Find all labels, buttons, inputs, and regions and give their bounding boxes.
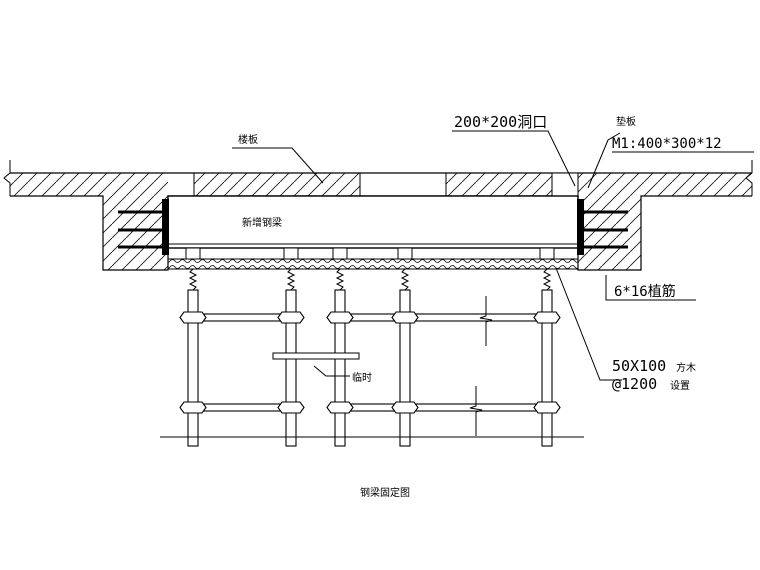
left-end-plate [118,199,169,255]
timber-word-label: 方木 [676,361,696,374]
steel-plate-label: 垫板 [616,115,636,128]
timber-spacing-label: @1200 [612,375,657,393]
plate-spec-label: M1:400*300*12 [612,136,722,152]
opening-size-label: 200*200洞口 [454,113,547,131]
floor-slab-label: 楼板 [238,133,258,146]
right-end-plate [577,199,628,255]
timber-board [167,258,579,270]
new-steel-beam-label: 新增钢梁 [242,216,282,229]
timber-spec-label: 50X100 [612,357,666,375]
leader-lines [232,130,754,381]
new-steel-beam [167,195,579,249]
support-blocks [185,247,555,260]
anchor-bars-label: 6*16植筋 [614,283,676,300]
timber-spacing-word-label: 设置 [670,380,690,392]
temporary-label: 临时 [352,371,372,384]
drawing-caption: 钢梁固定图 [360,486,410,499]
scaffold [160,268,584,447]
